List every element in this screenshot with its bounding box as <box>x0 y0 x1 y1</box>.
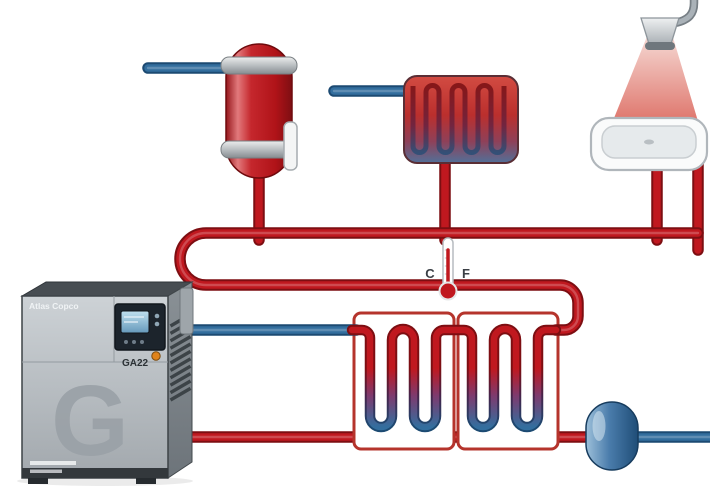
panel-button-2 <box>154 321 160 327</box>
display-text-lines <box>124 316 144 323</box>
celsius-label: C <box>425 266 435 281</box>
panel-button-1 <box>154 313 160 319</box>
boiler-relief-pipe <box>283 121 298 171</box>
receiver-highlight <box>592 411 606 441</box>
thermometer-icon: C F <box>425 237 470 301</box>
emergency-button <box>151 351 161 361</box>
cabinet-top <box>20 281 194 297</box>
pipe-fitting <box>179 287 194 335</box>
compressor-unit-icon: Atlas Copco GA22 G <box>17 281 194 486</box>
shower-head-plate <box>645 42 675 50</box>
door-letter: G <box>51 365 129 477</box>
water-receiver-icon <box>585 401 639 471</box>
radiator-tubes <box>410 83 507 155</box>
heat-exchanger-1 <box>352 311 456 451</box>
panel-seams <box>22 296 168 363</box>
cabinet-base <box>22 468 168 478</box>
base-text-line-1 <box>30 461 76 465</box>
boiler-band-top <box>220 56 298 75</box>
keypad-button-2 <box>132 340 136 344</box>
base-text-line-2 <box>30 469 62 473</box>
keypad-button-3 <box>140 340 144 344</box>
shower-spray <box>610 34 700 128</box>
receiver-body <box>585 401 639 471</box>
radiator-icon <box>403 75 519 164</box>
hot-water-tank-icon <box>220 43 298 179</box>
brand-logo: Atlas Copco <box>29 301 79 311</box>
cabinet-foot-right <box>136 478 156 484</box>
thermometer-bulb <box>438 281 458 301</box>
cabinet-foot-left <box>28 478 48 484</box>
model-label: GA22 <box>122 358 149 369</box>
shower-icon <box>589 0 709 172</box>
keypad-button-1 <box>124 340 128 344</box>
fahrenheit-label: F <box>462 266 470 281</box>
shower-drain <box>644 139 654 145</box>
